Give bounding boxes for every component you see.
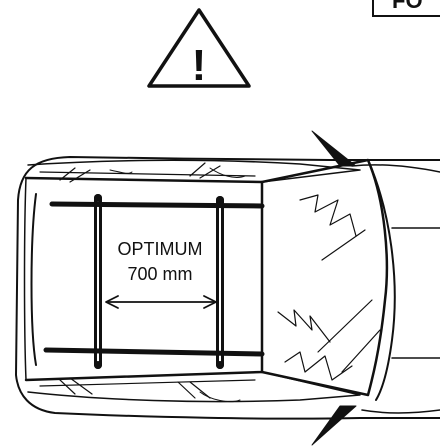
optimum-label: OPTIMUM [118,239,203,259]
roof-bars [43,194,265,369]
corner-badge: FO [372,0,440,17]
distance-label: 700 mm [127,264,192,284]
spacing-dimension: OPTIMUM 700 mm [105,232,217,309]
corner-badge-text: FO [392,0,423,13]
upper-roof-rail [49,201,265,209]
warning-triangle-icon: ! [147,8,251,90]
double-headed-arrow-icon [105,295,217,309]
car-top-view [15,130,440,446]
rear-roof-bar [94,194,102,369]
front-roof-bar [216,196,224,369]
lower-roof-rail [43,347,265,357]
warning-exclamation: ! [192,41,207,90]
